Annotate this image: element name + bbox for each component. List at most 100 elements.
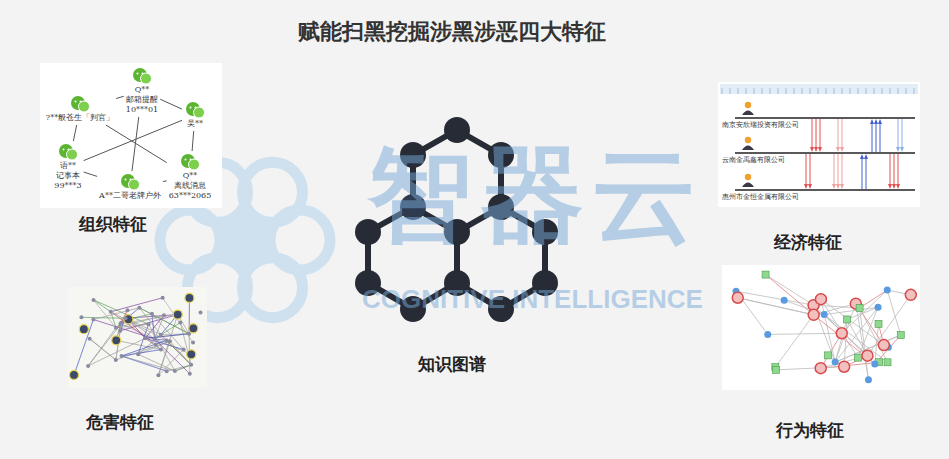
illustration-circle xyxy=(78,101,89,112)
illustration-line xyxy=(824,315,875,364)
relation-line xyxy=(116,96,124,98)
feature-panel: 危害特征 xyxy=(68,287,207,437)
illustration-line xyxy=(890,88,891,94)
illustration-line xyxy=(802,88,803,94)
illustration-path xyxy=(878,119,882,124)
illustration-line xyxy=(730,88,731,94)
feature-caption: 组织特征 xyxy=(79,215,147,235)
illustration-circle xyxy=(129,179,140,190)
illustration-line xyxy=(834,88,835,94)
account-label: Q**离线消息 63***2065 xyxy=(169,171,212,201)
illustration-line xyxy=(810,154,811,185)
illustration-path xyxy=(860,154,864,159)
illustration-path xyxy=(742,146,754,151)
illustration-line xyxy=(738,298,814,315)
illustration-rect xyxy=(720,84,918,94)
illustration-line xyxy=(794,88,795,94)
illustration-circle xyxy=(189,159,200,170)
illustration-line xyxy=(867,295,910,356)
account-node: ?**般苍生「判官」 xyxy=(46,95,114,123)
illustration-line xyxy=(768,333,842,334)
relation-line xyxy=(192,131,194,151)
illustration-circle xyxy=(92,298,96,302)
illustration-line xyxy=(138,354,175,371)
illustration-line xyxy=(175,365,191,371)
illustration-line xyxy=(120,315,177,331)
illustration-rect xyxy=(762,271,769,278)
illustration-circle xyxy=(165,369,169,373)
illustration-line xyxy=(145,334,189,339)
illustration-line xyxy=(898,154,899,185)
illustration-circle xyxy=(187,350,196,359)
illustration-circle xyxy=(875,304,882,311)
illustration-path xyxy=(808,184,812,189)
illustration-circle xyxy=(125,179,127,181)
illustration-circle xyxy=(839,361,850,372)
illustration-circle xyxy=(821,311,828,318)
wechat-icon xyxy=(131,67,153,85)
relation-line xyxy=(132,117,139,171)
illustration-circle xyxy=(154,342,158,346)
illustration-line xyxy=(770,88,771,94)
account-node: Q**离线消息 63***2065 xyxy=(169,153,212,201)
illustration-circle xyxy=(112,336,121,345)
illustration-line xyxy=(858,88,859,94)
illustration-line xyxy=(175,365,191,371)
illustration-line xyxy=(778,88,779,94)
behavior-network xyxy=(732,271,916,383)
illustration-line xyxy=(838,154,839,185)
illustration-rect xyxy=(856,304,863,311)
danger-network xyxy=(70,293,203,379)
illustration-line xyxy=(122,340,167,356)
illustration-circle xyxy=(832,359,839,366)
illustration-circle xyxy=(79,325,88,334)
account-node: Q**邮箱提醒 10***01 xyxy=(126,67,158,115)
illustration-line xyxy=(874,88,875,94)
illustration-line xyxy=(842,119,843,148)
illustration-rect xyxy=(773,366,780,373)
illustration-line xyxy=(735,152,915,154)
illustration-line xyxy=(850,88,851,94)
illustration-line xyxy=(155,315,164,339)
illustration-line xyxy=(738,298,814,315)
illustration-circle xyxy=(136,73,138,75)
illustration-line xyxy=(834,154,835,185)
illustration-circle xyxy=(905,289,916,300)
illustration-circle xyxy=(243,162,303,222)
illustration-line xyxy=(860,308,869,380)
illustration-line xyxy=(838,119,839,148)
illustration-circle xyxy=(79,101,81,103)
illustration-line xyxy=(766,275,814,315)
account-node: 语**记事本 99***3 xyxy=(54,143,81,191)
illustration-circle xyxy=(185,293,194,302)
illustration-line xyxy=(775,315,813,367)
illustration-circle xyxy=(141,73,143,75)
illustration-path xyxy=(840,147,844,152)
illustration-path xyxy=(804,184,808,189)
illustration-circle xyxy=(137,306,141,310)
illustration-line xyxy=(882,88,883,94)
illustration-line xyxy=(842,88,843,94)
illustration-line xyxy=(887,290,901,335)
illustration-line xyxy=(876,123,877,152)
illustration-line xyxy=(835,335,901,362)
relation-line xyxy=(163,180,167,182)
illustration-rect xyxy=(884,359,891,366)
image-ground xyxy=(718,82,920,207)
illustration-line xyxy=(149,324,175,371)
illustration-line xyxy=(139,308,189,334)
illustration-line xyxy=(818,88,819,94)
illustration-line xyxy=(835,307,878,362)
illustration-circle xyxy=(871,360,878,367)
illustration-line xyxy=(94,300,111,312)
illustration-line xyxy=(145,334,189,339)
illustration-path xyxy=(836,184,840,189)
illustration-path xyxy=(818,147,822,152)
illustration-circle xyxy=(86,364,90,368)
illustration-line xyxy=(914,88,915,94)
wechat-icon xyxy=(69,95,91,113)
illustration-circle xyxy=(161,296,165,300)
illustration-path xyxy=(870,119,874,124)
illustration-circle xyxy=(136,352,140,356)
